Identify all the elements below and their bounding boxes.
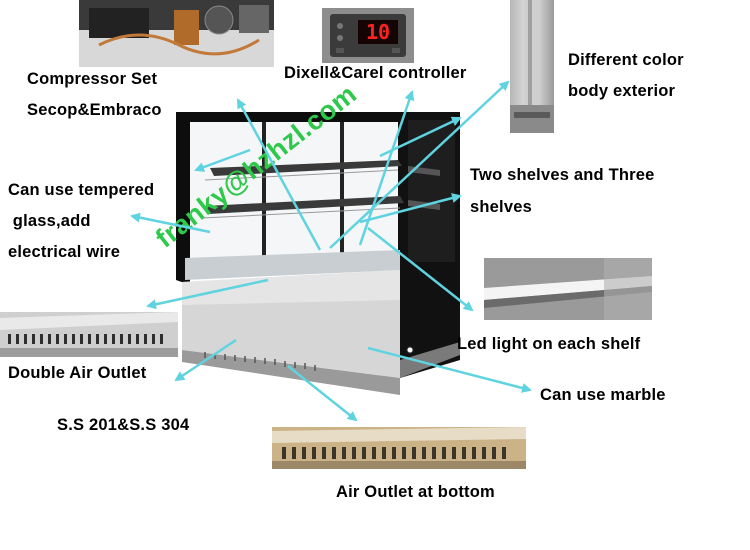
arrow-marble <box>367 346 532 393</box>
double-air-outlet-illustration <box>0 312 178 357</box>
arrow-led <box>367 227 474 312</box>
arrow-shelf-2 <box>359 193 462 224</box>
controller-photo: 10 <box>322 8 414 63</box>
label-compressor-line2: Secop&Embraco <box>27 101 162 119</box>
double-air-outlet-photo <box>0 312 178 357</box>
body-exterior-illustration <box>510 0 554 133</box>
arrow-glass-1 <box>194 148 251 172</box>
compressor-photo <box>79 0 274 67</box>
arrow-controller-1 <box>358 90 415 246</box>
label-glass-line1: Can use tempered <box>8 181 155 199</box>
led-light-illustration <box>484 258 652 320</box>
label-controller: Dixell&Carel controller <box>284 64 467 82</box>
arrow-shelf-1 <box>379 116 462 158</box>
label-shelves-line1: Two shelves and Three <box>470 166 655 184</box>
bottom-air-outlet-photo <box>272 427 526 469</box>
label-color-line1: Different color <box>568 51 684 69</box>
label-double-air-outlet: Double Air Outlet <box>8 364 147 382</box>
arrow-controller-2 <box>329 80 510 249</box>
label-color-line2: body exterior <box>568 82 676 100</box>
label-steel: S.S 201&S.S 304 <box>57 416 190 434</box>
arrow-double-outlet <box>146 278 269 310</box>
body-exterior-photo <box>510 0 554 133</box>
label-led: Led light on each shelf <box>457 335 641 353</box>
controller-display: 10 <box>365 20 391 44</box>
arrow-compressor <box>236 98 322 251</box>
compressor-illustration <box>79 0 274 67</box>
bottom-air-outlet-illustration <box>272 427 526 469</box>
led-light-photo <box>484 258 652 320</box>
label-glass-line3: electrical wire <box>8 243 121 261</box>
arrow-steel <box>174 338 237 382</box>
label-compressor-line1: Compressor Set <box>27 70 158 88</box>
label-shelves-line2: shelves <box>470 198 532 216</box>
label-marble: Can use marble <box>540 386 666 404</box>
label-glass-line2: glass,add <box>8 212 91 230</box>
controller-illustration <box>322 8 414 63</box>
label-bottom-air-outlet: Air Outlet at bottom <box>336 483 495 501</box>
arrow-bottom-outlet <box>287 365 358 422</box>
arrow-glass-2 <box>130 212 211 234</box>
